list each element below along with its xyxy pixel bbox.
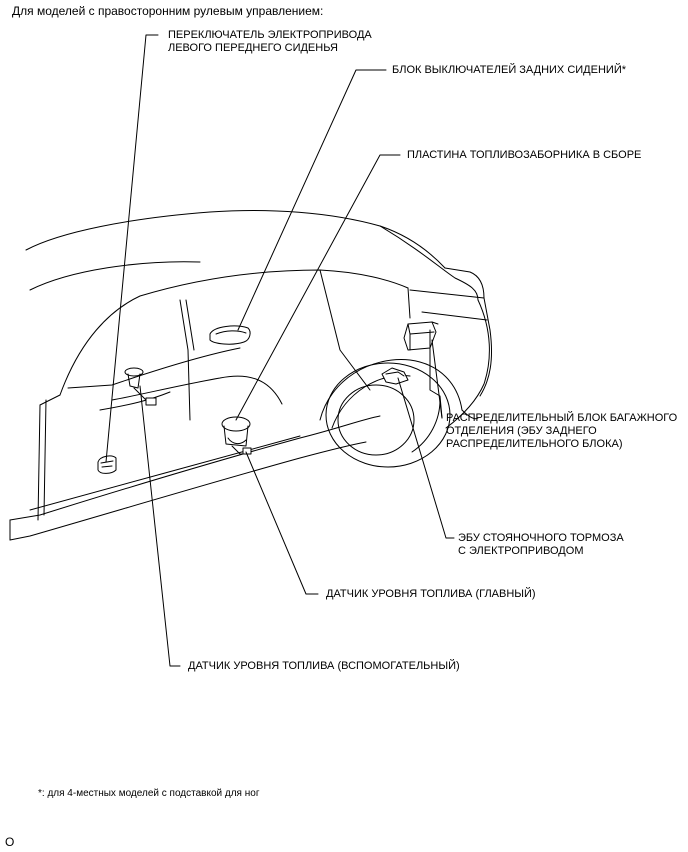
label-fuel-pump-plate: ПЛАСТИНА ТОПЛИВОЗАБОРНИКА В СБОРЕ — [407, 149, 642, 161]
left-front-seat-switch-part — [97, 455, 117, 474]
label-parking-brake-ecu-line1: ЭБУ СТОЯНОЧНОГО ТОРМОЗА — [458, 532, 624, 544]
fuel-sender-sub-part — [124, 367, 157, 406]
diagram-heading: Для моделей с правосторонним рулевым упр… — [12, 4, 324, 18]
label-luggage-junction-line1: РАСПРЕДЕЛИТЕЛЬНЫЙ БЛОК БАГАЖНОГО — [446, 412, 678, 424]
label-fuel-sender-sub: ДАТЧИК УРОВНЯ ТОПЛИВА (ВСПОМОГАТЕЛЬНЫЙ) — [188, 660, 460, 672]
fuel-pump-plate-part — [221, 416, 252, 455]
label-luggage-junction-line3: РАСПРЕДЕЛИТЕЛЬНОГО БЛОКА) — [446, 438, 623, 450]
rear-seat-switch-block-part — [209, 325, 251, 345]
label-rear-seat-switch-block: БЛОК ВЫКЛЮЧАТЕЛЕЙ ЗАДНИХ СИДЕНИЙ* — [392, 64, 627, 76]
label-luggage-junction-line2: ОТДЕЛЕНИЯ (ЭБУ ЗАДНЕГО — [446, 425, 597, 437]
leader-lines — [105, 34, 455, 667]
label-fuel-sender-main: ДАТЧИК УРОВНЯ ТОПЛИВА (ГЛАВНЫЙ) — [326, 588, 536, 600]
footnote: *: для 4-местных моделей с подставкой дл… — [38, 788, 260, 799]
page-marker: O — [5, 835, 15, 849]
parking-brake-ecu-part — [381, 367, 409, 385]
label-left-front-seat-switch-line1: ПЕРЕКЛЮЧАТЕЛЬ ЭЛЕКТРОПРИВОДА — [168, 29, 372, 41]
label-left-front-seat-switch-line2: ЛЕВОГО ПЕРЕДНЕГО СИДЕНЬЯ — [168, 42, 338, 54]
car-body-outline — [9, 210, 493, 541]
label-parking-brake-ecu-line2: С ЭЛЕКТРОПРИВОДОМ — [458, 545, 584, 557]
